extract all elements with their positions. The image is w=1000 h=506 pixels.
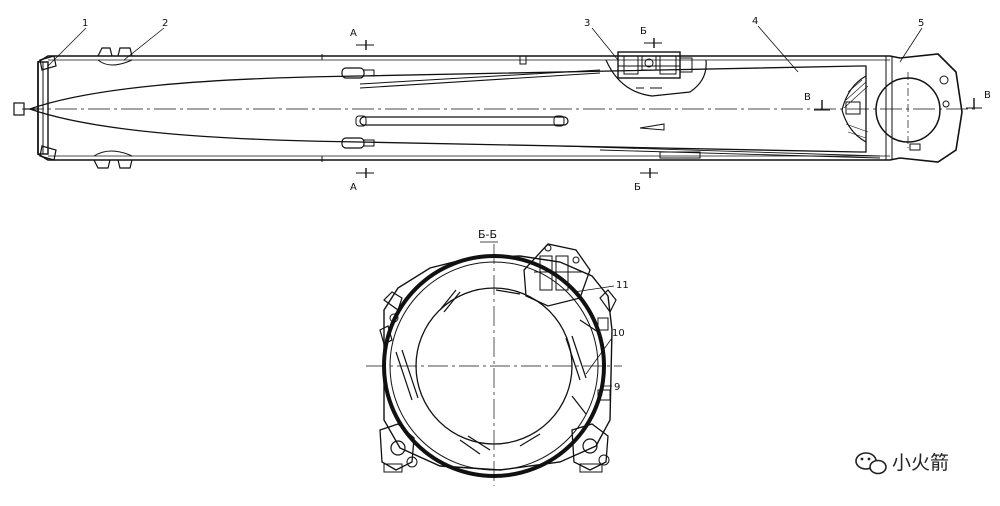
svg-text:2: 2 xyxy=(162,18,168,29)
callout-4: 4 xyxy=(752,16,799,73)
section-mark-v-right: В xyxy=(966,90,991,109)
label-b-top: Б xyxy=(640,26,647,37)
callout-9: 9 xyxy=(602,382,620,393)
wechat-icon xyxy=(855,452,887,475)
section-title: Б-Б xyxy=(478,228,497,241)
section-mark-b-top: Б xyxy=(640,26,662,48)
svg-text:3: 3 xyxy=(584,18,590,29)
callout-3: 3 xyxy=(584,18,619,61)
front-cover xyxy=(13,55,57,161)
watermark: 小火箭 xyxy=(855,452,949,475)
label-v-left: В xyxy=(804,92,811,103)
container-outline xyxy=(37,53,963,163)
svg-text:1: 1 xyxy=(82,18,88,29)
lower-rail xyxy=(359,116,569,126)
support-lugs-bottom xyxy=(93,150,133,169)
svg-text:9: 9 xyxy=(614,382,620,393)
label-v-right: В xyxy=(984,90,991,101)
support-struts xyxy=(395,289,599,455)
bottom-foot-left xyxy=(379,423,418,473)
longitudinal-view: А А Б Б В В xyxy=(13,16,991,193)
rear-engine-section xyxy=(841,56,950,160)
clamp-a-bottom xyxy=(341,137,375,149)
section-mark-v-left: В xyxy=(804,92,830,111)
support-lugs-top xyxy=(97,47,133,66)
cross-section-view: Б-Б xyxy=(366,228,629,486)
label-a-top: А xyxy=(350,28,357,39)
svg-text:4: 4 xyxy=(752,16,758,27)
bottom-foot-right xyxy=(571,423,610,473)
side-lugs-left xyxy=(379,291,403,345)
callout-11: 11 xyxy=(573,280,629,293)
watermark-text: 小火箭 xyxy=(892,452,949,474)
section-mark-a-bottom: А xyxy=(350,168,374,193)
top-mechanism xyxy=(605,51,707,97)
callout-2: 2 xyxy=(123,18,168,61)
clamp-a-top xyxy=(341,67,375,79)
callout-1: 1 xyxy=(47,18,88,67)
label-a-bottom: А xyxy=(350,182,357,193)
section-mechanism xyxy=(523,243,591,307)
svg-text:5: 5 xyxy=(918,18,924,29)
side-lugs-right xyxy=(597,289,617,401)
callout-5: 5 xyxy=(899,18,924,63)
section-mark-b-bottom: Б xyxy=(634,168,658,193)
callout-10: 10 xyxy=(585,328,625,375)
label-b-bottom: Б xyxy=(634,182,641,193)
section-mark-a-top: А xyxy=(350,28,374,50)
svg-text:11: 11 xyxy=(616,280,629,291)
svg-text:10: 10 xyxy=(612,328,625,339)
